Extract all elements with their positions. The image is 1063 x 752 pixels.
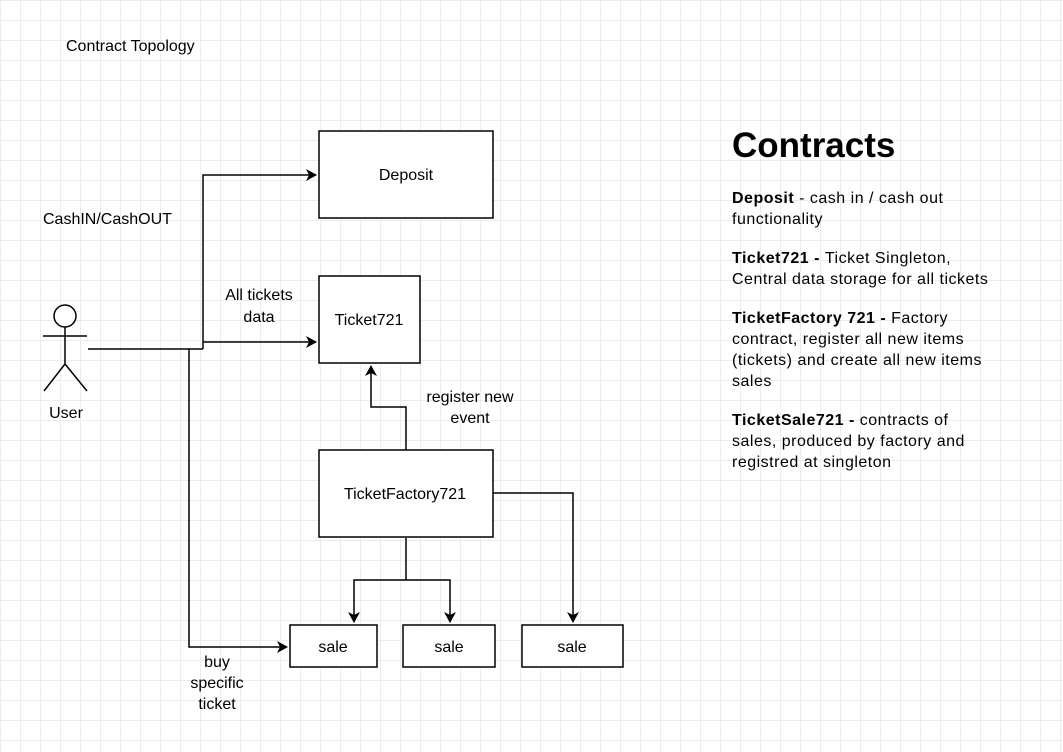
edge-user-sale — [188, 349, 288, 653]
legend-term: TicketSale721 — [732, 412, 845, 429]
ticket721-node[interactable] — [318, 275, 421, 364]
sale-label-1: sale — [318, 639, 347, 656]
legend-separator: - — [809, 250, 825, 267]
legend-term: Deposit — [732, 190, 795, 207]
legend-entry-ticket-factory: TicketFactory 721 - Factory contract, re… — [732, 308, 992, 392]
edge-label-buy-3: ticket — [198, 696, 236, 713]
deposit-label: Deposit — [379, 167, 434, 184]
contracts-legend: Contracts Deposit - cash in / cash out f… — [732, 124, 992, 491]
edge-label-register-2: event — [450, 410, 490, 427]
legend-entry-ticket-sale: TicketSale721 - contracts of sales, prod… — [732, 410, 992, 473]
ticket-factory-node[interactable] — [318, 449, 494, 538]
legend-separator: - — [844, 412, 860, 429]
edge-label-buy-2: specific — [190, 675, 243, 692]
sale-label-3: sale — [557, 639, 586, 656]
legend-separator: - — [875, 310, 892, 327]
ticket-factory-label: TicketFactory721 — [344, 486, 466, 503]
edge-label-register-1: register new — [426, 389, 514, 406]
legend-heading: Contracts — [732, 126, 896, 165]
edge-user-deposit — [202, 169, 317, 349]
legend-term: TicketFactory 721 — [732, 310, 876, 327]
legend-separator: - — [794, 190, 810, 207]
legend-description: Factory contract, register all new items… — [732, 310, 982, 390]
sale-label-2: sale — [434, 639, 463, 656]
sale-node-2[interactable] — [402, 624, 496, 668]
ticket721-label: Ticket721 — [335, 312, 404, 329]
edge-label-tickets-data-2: data — [243, 309, 274, 326]
sale-node-3[interactable] — [521, 624, 624, 668]
edge-factory-sale-2 — [406, 579, 456, 623]
legend-term: Ticket721 — [732, 250, 810, 267]
edge-factory-sale-1 — [348, 579, 406, 623]
legend-entry-deposit: Deposit - cash in / cash out functionali… — [732, 188, 992, 230]
edge-label-tickets-data-1: All tickets — [225, 287, 293, 304]
edge-factory-ticket721 — [365, 365, 407, 450]
sale-node-1[interactable] — [289, 624, 378, 668]
edge-label-cash: CashIN/CashOUT — [43, 211, 172, 228]
user-actor-icon — [43, 304, 88, 392]
legend-description: cash in / cash out functionality — [732, 190, 944, 228]
edge-label-buy-1: buy — [204, 654, 230, 671]
diagram-title: Contract Topology — [66, 38, 195, 55]
legend-description: contracts of sales, produced by factory … — [732, 412, 965, 471]
deposit-node[interactable] — [318, 130, 494, 219]
legend-description: Ticket Singleton, Central data storage f… — [732, 250, 989, 288]
legend-entry-ticket721: Ticket721 - Ticket Singleton, Central da… — [732, 248, 992, 290]
user-label: User — [49, 405, 83, 422]
edge-factory-sale-3 — [493, 492, 579, 623]
